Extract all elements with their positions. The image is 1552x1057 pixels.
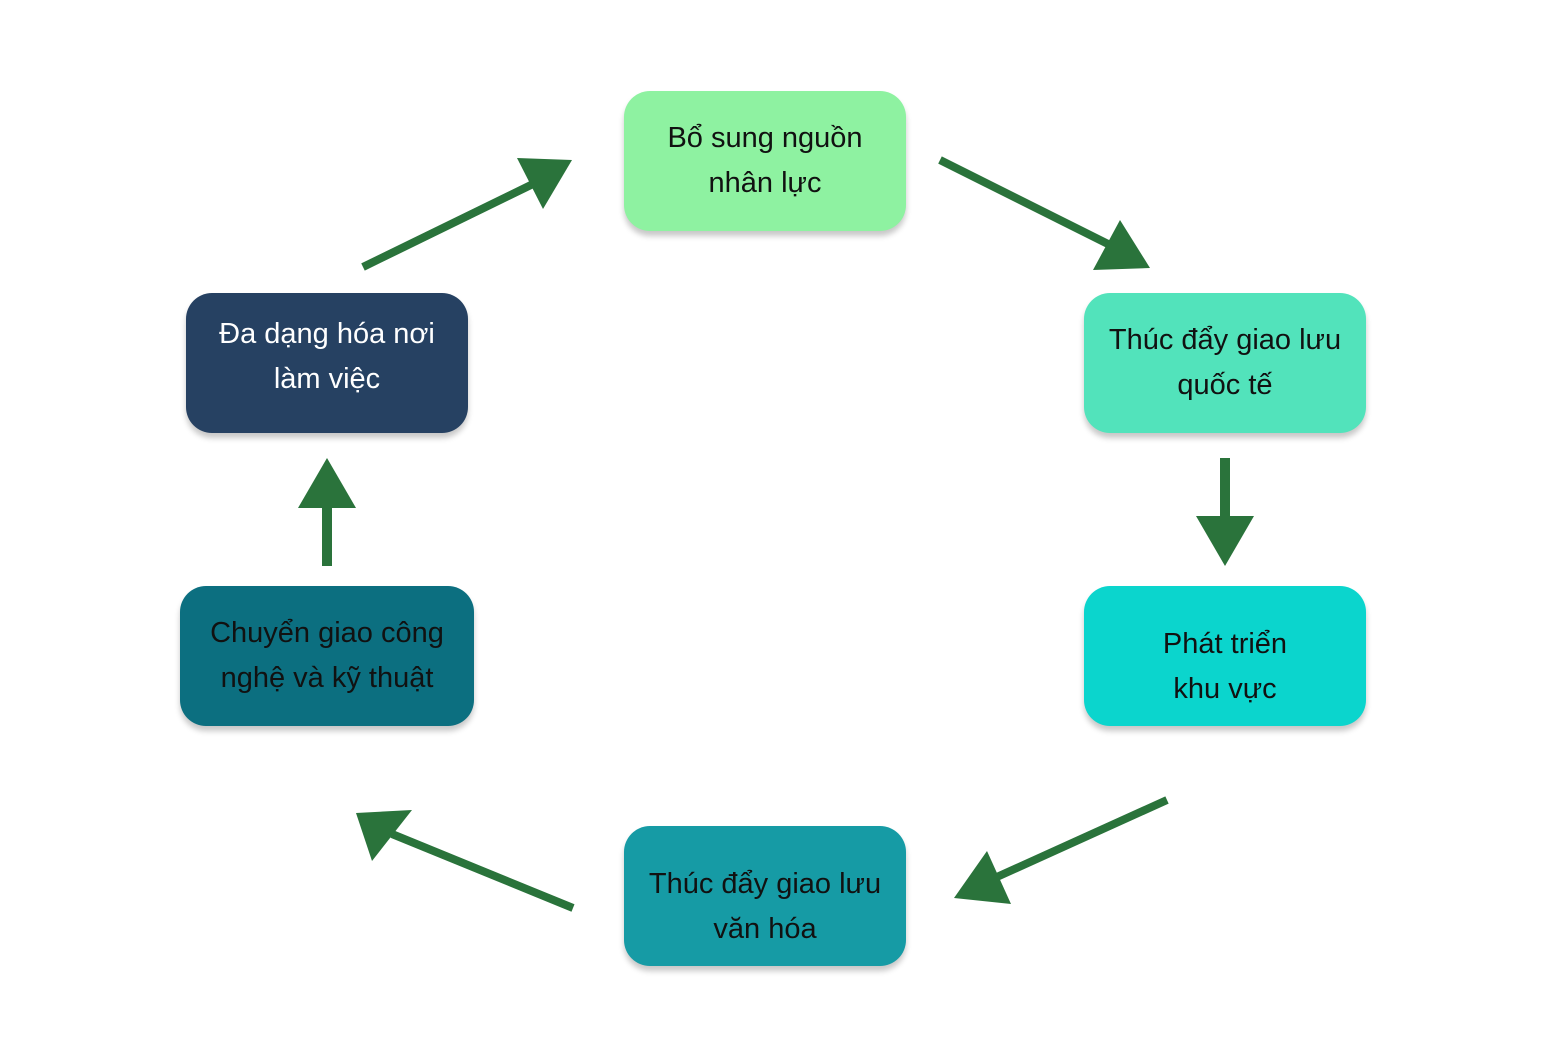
node-text: Thúc đẩy giao lưu <box>1108 324 1342 356</box>
node-text: làm việc <box>273 363 381 395</box>
node-international-exchange: Thúc đẩy giao lưu quốc tế <box>1084 293 1366 433</box>
node-text: nhân lực <box>708 167 822 199</box>
node-cultural-exchange: Thúc đẩy giao lưu văn hóa <box>624 826 906 966</box>
node-text: Phát triển <box>1162 628 1288 660</box>
arrow-workforce-to-international <box>938 156 1150 270</box>
arrow-culture-to-technology <box>356 810 575 912</box>
node-regional-development: Phát triển khu vực <box>1084 586 1366 726</box>
node-text: nghệ và kỹ thuật <box>220 662 434 694</box>
node-text: khu vực <box>1173 673 1277 705</box>
arrow-international-to-region <box>1196 458 1254 566</box>
arrow-diversify-to-workforce <box>361 158 572 271</box>
node-text: quốc tế <box>1177 369 1273 401</box>
node-text: Đa dạng hóa nơi <box>219 318 435 350</box>
node-text: Bổ sung nguồn <box>667 122 863 154</box>
node-technology-transfer: Chuyển giao công nghệ và kỹ thuật <box>180 586 474 726</box>
arrow-technology-to-diversify <box>298 458 356 566</box>
arrow-region-to-culture <box>954 796 1169 904</box>
node-text: Thúc đẩy giao lưu <box>648 868 882 900</box>
node-text: văn hóa <box>713 913 817 945</box>
node-workforce: Bổ sung nguồn nhân lực <box>624 91 906 231</box>
node-workplace-diversification: Đa dạng hóa nơi làm việc <box>186 293 468 433</box>
node-text: Chuyển giao công <box>210 617 444 649</box>
